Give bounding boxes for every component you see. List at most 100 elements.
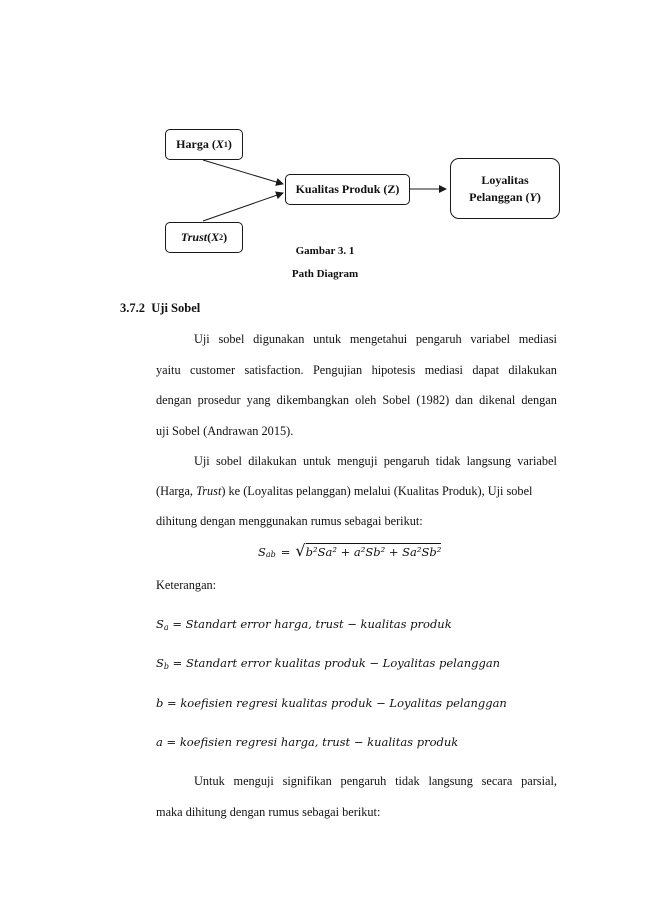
paragraph1-line2: yaitu customer satisfaction. Pengujian hipot… <box>156 363 557 378</box>
equals-sign: = <box>162 735 180 749</box>
figure-caption-title: Path Diagram <box>291 268 359 280</box>
paragraph3-line1: Untuk menguji signifikan pengaruh tidak langs… <box>194 774 557 789</box>
arrow-harga-to-kualitas <box>202 159 284 186</box>
def-symbol: S <box>156 656 164 670</box>
equals-sign: = <box>168 617 186 631</box>
node-kualitas-text: Kualitas Produk (Z) <box>295 182 400 196</box>
definition-sa: Sa = Standart error harga, trust − kuali… <box>156 617 452 632</box>
word: untuk <box>302 454 331 468</box>
paragraph2-line2: (Harga, Trust) ke (Loyalitas pelanggan) … <box>156 484 557 499</box>
node-harga-text: Harga ( <box>176 137 216 151</box>
def-text: koefisien regresi kualitas produk − Loya… <box>180 696 507 710</box>
equals-sign: = <box>169 656 186 670</box>
figure-caption-number: Gambar 3. 1 <box>295 245 355 257</box>
def-sub: a <box>163 623 169 632</box>
definition-a: a = koefisien regresi harga, trust − kua… <box>156 735 458 749</box>
word: Untuk <box>194 774 225 788</box>
word: dilakukan <box>508 363 557 377</box>
word: dengan <box>156 393 192 407</box>
node-harga-sub: 1 <box>223 140 228 149</box>
node-harga-close: ) <box>227 137 232 151</box>
section-title: Uji Sobel <box>151 301 201 315</box>
node-loyalitas-line1: Loyalitas <box>481 172 529 187</box>
paragraph2-line3: dihitung dengan menggunakan rumus sebaga… <box>156 514 423 528</box>
word: sobel <box>215 454 242 468</box>
word: menguji <box>337 454 378 468</box>
word: menguji <box>233 774 274 788</box>
word: variabel <box>470 332 510 346</box>
word: customer <box>190 363 236 377</box>
paragraph3-line2: maka dihitung dengan rumus sebagai berik… <box>156 805 381 819</box>
equals-sign: = <box>280 545 291 559</box>
word: yaitu <box>156 363 181 377</box>
formula-lhs: S <box>258 545 266 559</box>
def-symbol: S <box>156 617 164 631</box>
section-heading: 3.7.2 Uji Sobel <box>120 301 200 316</box>
word: parsial, <box>521 774 557 788</box>
node-loyalitas-pelanggan: Loyalitas Pelanggan (Y) <box>450 158 560 219</box>
word: sobel <box>218 332 245 346</box>
word: pengaruh <box>415 332 462 346</box>
formula-rhs: b²Sa² + a²Sb² + Sa²Sb² <box>305 543 442 559</box>
word: pengaruh <box>383 454 430 468</box>
keterangan-label: Keterangan: <box>156 578 217 592</box>
definition-b: b = koefisien regresi kualitas produk − … <box>156 696 507 710</box>
node-loyalitas-line2b: ) <box>536 189 541 204</box>
word: Uji <box>194 454 210 468</box>
node-kualitas-produk: Kualitas Produk (Z) <box>285 174 410 205</box>
word: Sobel <box>382 393 411 407</box>
word: mengetahui <box>349 332 408 346</box>
word: satisfaction. <box>244 363 304 377</box>
word: Pengujian <box>312 363 363 377</box>
section-number: 3.7.2 <box>120 301 145 315</box>
word: dikembangkan <box>276 393 350 407</box>
path-diagram-arrows <box>202 159 447 222</box>
paragraph2-line1: Uji sobel dilakukan untuk menguji pengaruh tid… <box>194 454 557 469</box>
word: prosedur <box>197 393 241 407</box>
word: yang <box>246 393 271 407</box>
node-trust-var: X <box>211 230 220 244</box>
text: (Harga, <box>156 484 197 498</box>
node-trust-sub: 2 <box>219 233 224 242</box>
word: langsung <box>466 454 512 468</box>
node-trust-word: Trust <box>180 230 208 244</box>
def-symbol: a <box>156 735 163 749</box>
definition-sb: Sb = Standart error kualitas produk − Lo… <box>156 656 500 671</box>
word: secara <box>481 774 513 788</box>
word: hipotesis <box>371 363 416 377</box>
word: dan <box>455 393 474 407</box>
word: untuk <box>313 332 342 346</box>
def-sub: b <box>163 662 170 671</box>
node-harga-var: X <box>215 137 224 151</box>
def-symbol: b <box>156 696 164 710</box>
word: variabel <box>517 454 557 468</box>
word: tidak <box>395 774 420 788</box>
formula-lhs-sub: ab <box>265 550 276 559</box>
node-loyalitas-var: Y <box>529 189 537 204</box>
node-trust-close: ) <box>223 230 228 244</box>
def-text: Standart error kualitas produk − Loyalit… <box>185 656 501 670</box>
word: dengan <box>521 393 557 407</box>
word: dapat <box>472 363 499 377</box>
node-loyalitas-line2a: Pelanggan ( <box>469 189 530 204</box>
sqrt-icon: √ <box>295 541 306 560</box>
word: mediasi <box>518 332 557 346</box>
arrow-trust-to-kualitas <box>202 191 284 222</box>
word: mediasi <box>424 363 463 377</box>
word: dilakukan <box>248 454 297 468</box>
node-trust-text: ( <box>207 230 212 244</box>
word: langsung <box>428 774 473 788</box>
word: digunakan <box>253 332 305 346</box>
paragraph1-line4: uji Sobel (Andrawan 2015). <box>156 424 294 438</box>
def-text: koefisien regresi harga, trust − kualita… <box>179 735 459 749</box>
italic-text: Trust <box>196 484 222 498</box>
word: tidak <box>435 454 461 468</box>
word: signifikan <box>282 774 332 788</box>
node-loyalitas-line2: Pelanggan (Y) <box>469 189 541 206</box>
word: pengaruh <box>340 774 387 788</box>
